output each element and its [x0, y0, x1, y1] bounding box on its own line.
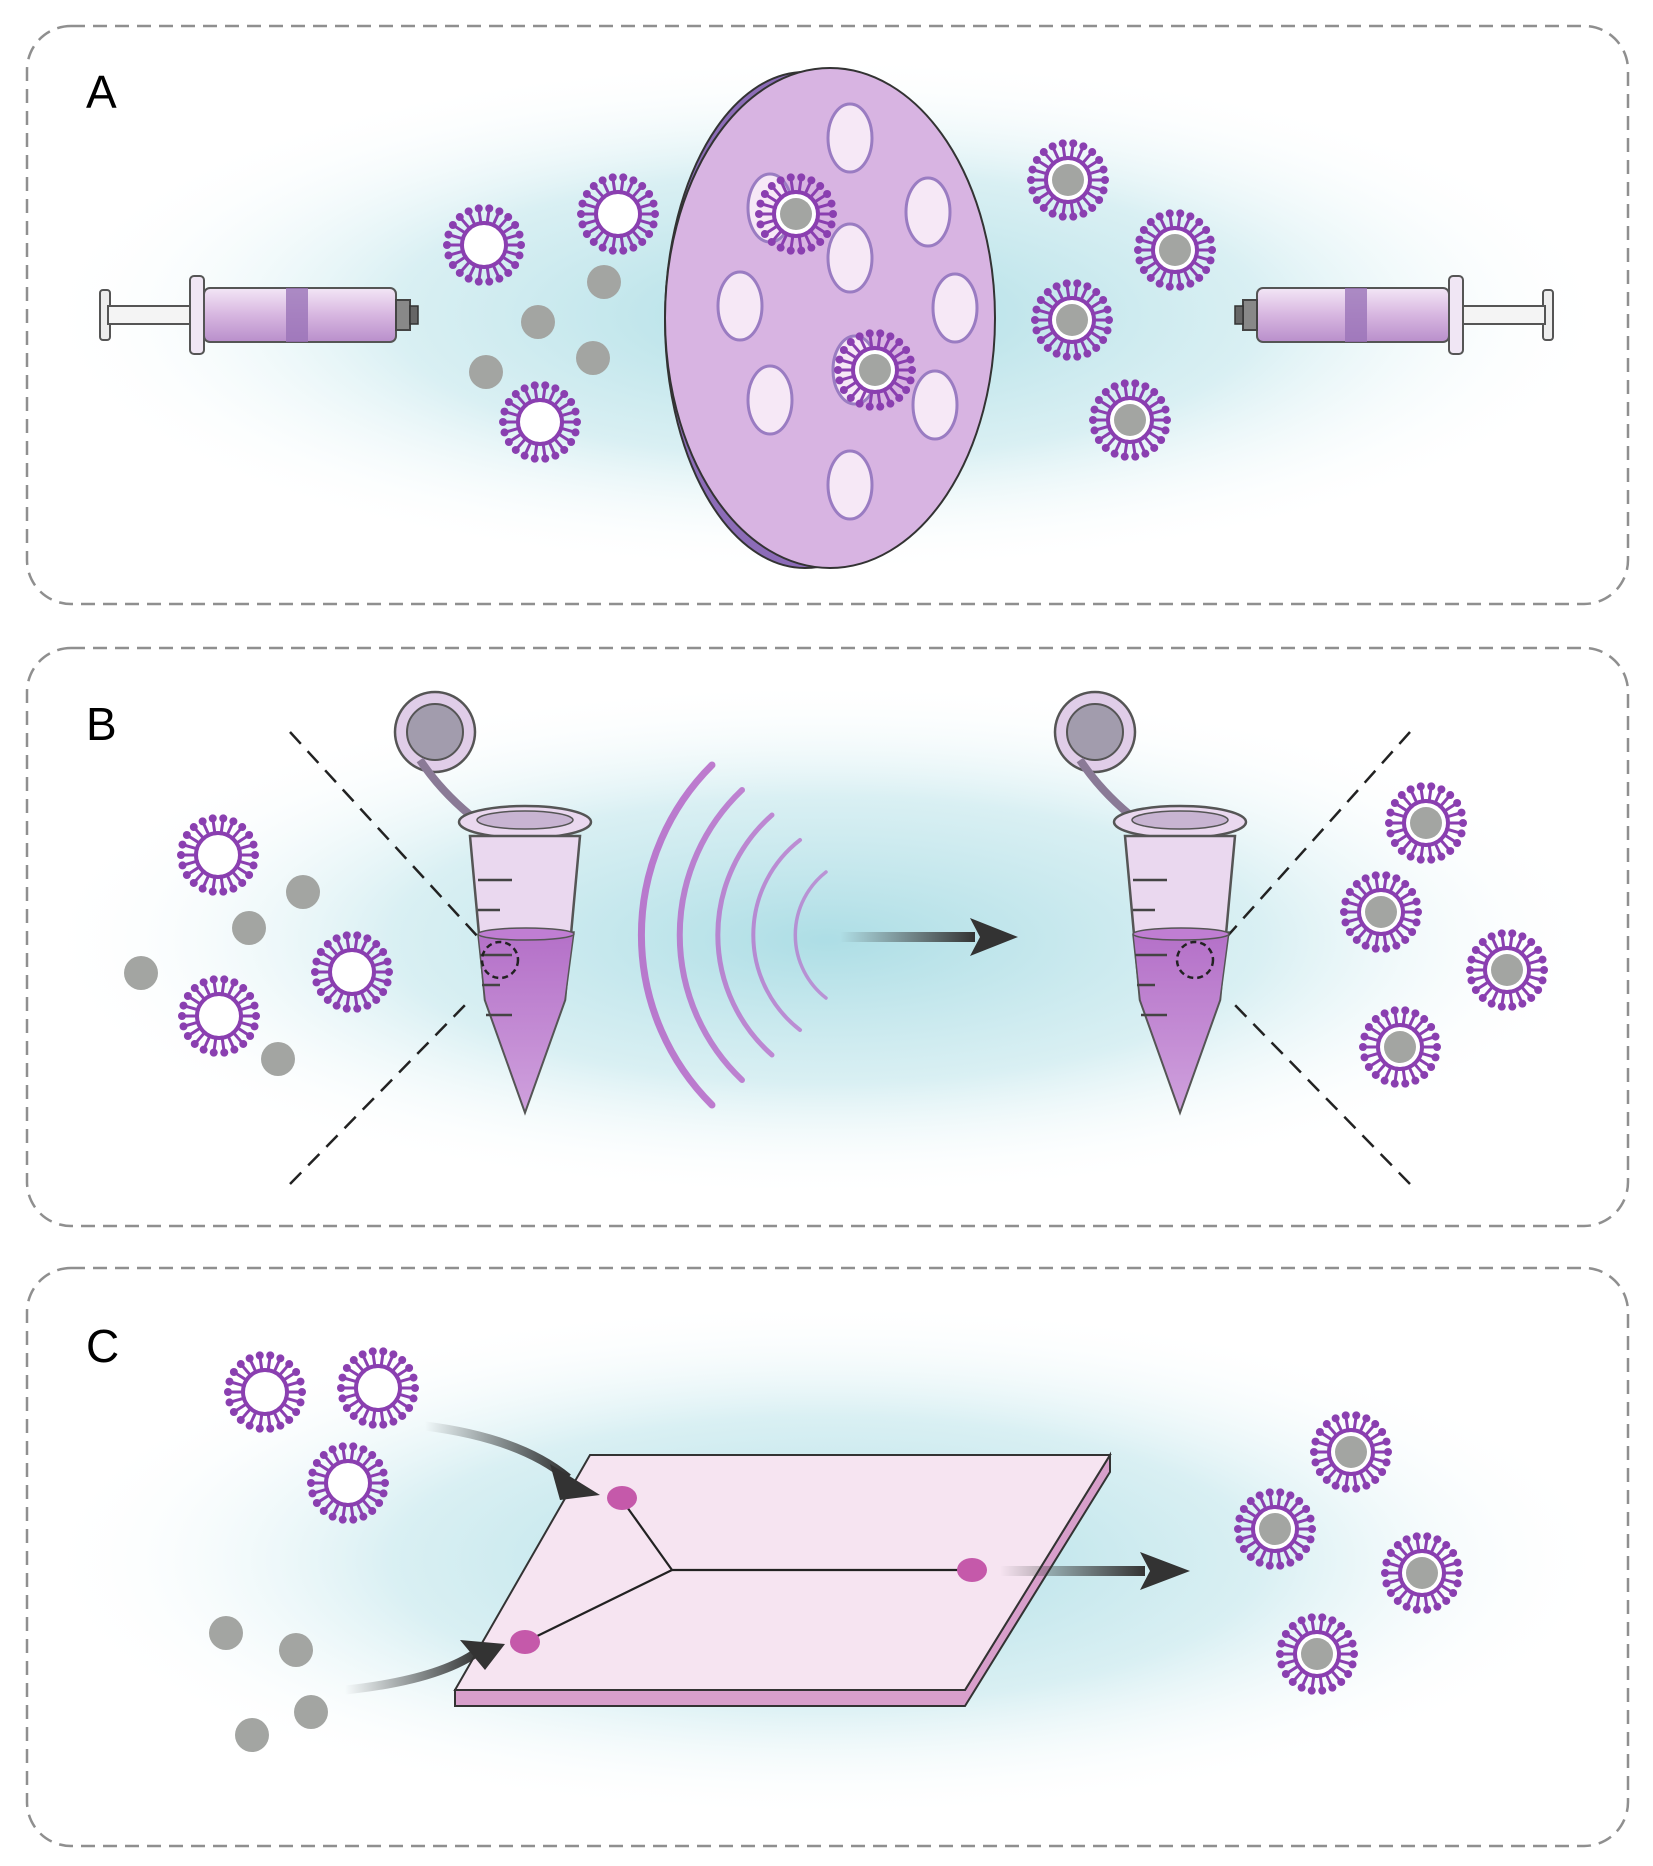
- syringe-icon-left: [99, 275, 419, 355]
- bare-nanoparticle-icon: [294, 1695, 328, 1729]
- coated-nanoparticle-icon: [1027, 139, 1109, 221]
- syringe-icon-right: [1234, 275, 1554, 355]
- coated-nanoparticle-icon: [1359, 1006, 1441, 1088]
- empty-liposome-icon: [224, 1351, 306, 1433]
- panel-label-a: A: [86, 66, 117, 118]
- particles-layer: [124, 139, 1548, 1752]
- coated-nanoparticle-icon: [834, 329, 916, 411]
- ultrasound-waves-icon: [637, 761, 828, 1109]
- empty-liposome-icon: [337, 1347, 419, 1429]
- bare-nanoparticle-icon: [286, 875, 320, 909]
- coated-nanoparticle-icon: [1310, 1411, 1392, 1493]
- bare-nanoparticle-icon: [521, 305, 555, 339]
- bare-nanoparticle-icon: [587, 265, 621, 299]
- process-arrow-icon-b: [840, 918, 1018, 956]
- empty-liposome-icon: [443, 204, 525, 286]
- bare-nanoparticle-icon: [124, 956, 158, 990]
- panel-b-frame: [25, 646, 1630, 1228]
- microcentrifuge-tube-icon-left: [393, 690, 593, 1116]
- microfluidic-chip-icon: [453, 1451, 1112, 1707]
- panel-a-frame: [25, 24, 1630, 606]
- bare-nanoparticle-icon: [576, 341, 610, 375]
- coated-nanoparticle-icon: [1340, 871, 1422, 953]
- empty-liposome-icon: [499, 381, 581, 463]
- focus-lines-left: [289, 731, 491, 1185]
- bare-nanoparticle-icon: [232, 911, 266, 945]
- coated-nanoparticle-icon: [1385, 782, 1467, 864]
- panel-label-b: B: [86, 698, 117, 750]
- empty-liposome-icon: [311, 931, 393, 1013]
- empty-liposome-icon: [307, 1442, 389, 1524]
- bare-nanoparticle-icon: [261, 1042, 295, 1076]
- focus-lines-right: [1214, 731, 1411, 1185]
- bare-nanoparticle-icon: [469, 355, 503, 389]
- panel-b-glow: [37, 680, 1617, 1200]
- panel-c-frame: [25, 1266, 1630, 1848]
- coated-nanoparticle-icon: [1234, 1488, 1316, 1570]
- bare-nanoparticle-icon: [209, 1616, 243, 1650]
- process-arrow-icon-c-bottom: [344, 1640, 505, 1695]
- coated-nanoparticle-icon: [1089, 379, 1171, 461]
- coated-nanoparticle-icon: [1031, 279, 1113, 361]
- bare-nanoparticle-icon: [279, 1633, 313, 1667]
- process-arrow-icon-c-out: [1000, 1552, 1190, 1590]
- panel-label-c: C: [86, 1320, 119, 1372]
- empty-liposome-icon: [178, 975, 260, 1057]
- process-arrow-icon-c-top: [424, 1421, 600, 1500]
- empty-liposome-icon: [177, 814, 259, 896]
- coated-nanoparticle-icon: [1381, 1532, 1463, 1614]
- coated-nanoparticle-icon: [1134, 209, 1216, 291]
- coated-nanoparticle-icon: [1466, 929, 1548, 1011]
- coated-nanoparticle-icon: [755, 173, 837, 255]
- empty-liposome-icon: [577, 173, 659, 255]
- porous-membrane-icon: [664, 67, 996, 569]
- microcentrifuge-tube-icon-right: [1053, 690, 1248, 1116]
- bare-nanoparticle-icon: [235, 1718, 269, 1752]
- coated-nanoparticle-icon: [1276, 1613, 1358, 1695]
